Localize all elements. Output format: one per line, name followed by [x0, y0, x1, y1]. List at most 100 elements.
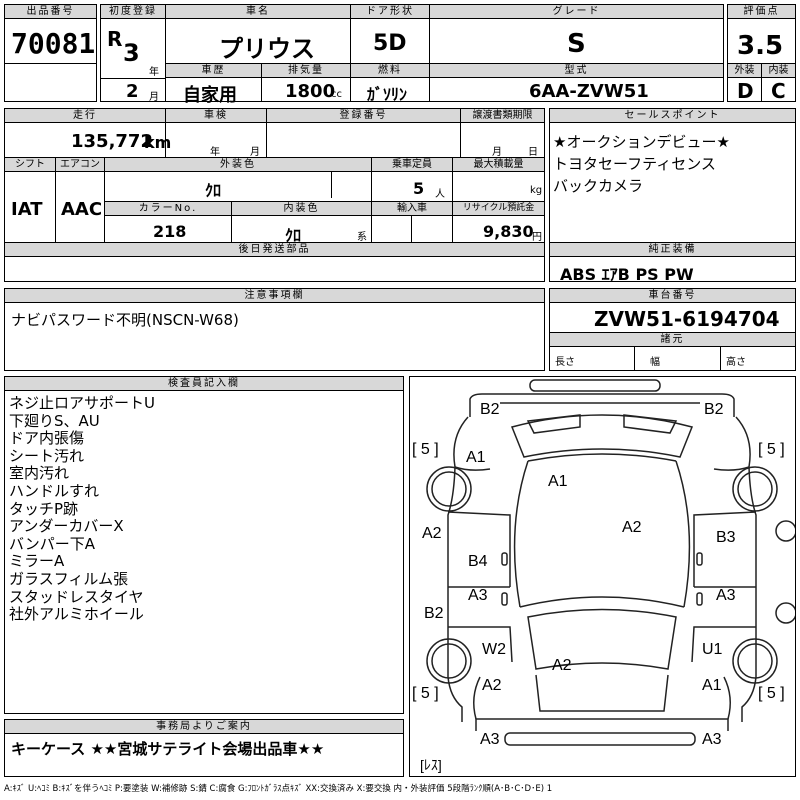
- equipment-value: ABS ｴｱB PS PW: [560, 265, 694, 284]
- office-value: キーケース ★★宮城サテライト会場出品車★★: [11, 740, 325, 758]
- import-label: 輸入車: [372, 202, 452, 216]
- recycle-fee: 9,830: [483, 222, 534, 241]
- fuel-label: 燃料: [351, 64, 429, 78]
- ext-color-label: 外装色: [105, 158, 371, 172]
- notes-label: 注意事項欄: [5, 289, 544, 303]
- later-parts-label: 後日発送部品: [5, 243, 544, 257]
- inspector-line: ドア内張傷: [9, 429, 85, 448]
- mark-left-side: A2: [422, 525, 442, 542]
- notes-box: 注意事項欄 ナビパスワード不明(NSCN-W68): [4, 288, 545, 371]
- inspector-lines: ネジ止ロアサポートU 下廻りS、AU ドア内張傷 シート汚れ 室内汚れ ハンドル…: [9, 394, 155, 624]
- mileage-label: 走行: [5, 109, 165, 123]
- tire-rear-left: [ 5 ]: [412, 685, 439, 702]
- score-value: 3.5: [737, 31, 784, 61]
- transfer-label: 譲渡書類期限: [461, 109, 544, 123]
- car-outline: [426, 379, 795, 746]
- reg-no-label: 登録番号: [267, 109, 460, 123]
- interior-grade: C: [771, 79, 786, 103]
- equipment-label: 純正装備: [550, 243, 795, 257]
- inspector-line: 下廻りS、AU: [9, 411, 100, 430]
- mark-trunk: A2: [552, 657, 572, 674]
- spec-height: 高さ: [726, 357, 746, 368]
- first-reg-month: 2: [126, 81, 139, 102]
- mark-right-rear-door: A3: [716, 587, 736, 604]
- mark-rear-left-corner: A2: [482, 677, 502, 694]
- first-reg-label: 初度登録: [101, 5, 165, 19]
- exterior-grade: D: [737, 79, 754, 103]
- inspector-line: スタッドレスタイヤ: [9, 587, 144, 606]
- shift-label: シフト: [5, 158, 55, 172]
- inspector-line: ハンドルすれ: [9, 481, 100, 500]
- inspector-line: バンパー下A: [9, 534, 96, 553]
- history-label: 車歴: [166, 64, 261, 78]
- mark-rear-left-fender: W2: [482, 641, 506, 658]
- details-box: 走行 車検 登録番号 譲渡書類期限 135,772 km 年 月 月 日 シフト…: [4, 108, 545, 282]
- spec-width: 幅: [650, 357, 660, 368]
- max-load-label: 最大積載量: [453, 158, 544, 172]
- inspector-line: 社外アルミホイール: [9, 605, 144, 624]
- inspector-line: ネジ止ロアサポートU: [9, 394, 155, 412]
- inspector-box: 検査員記入欄 ネジ止ロアサポートU 下廻りS、AU ドア内張傷 シート汚れ 室内…: [4, 376, 404, 714]
- car-name: プリウス: [219, 35, 315, 63]
- office-label: 事務局よりご案内: [5, 720, 403, 734]
- sales-points-box: セールスポイント ★オークションデビュー★ トヨタセーフティセンス バックカメラ…: [549, 108, 796, 284]
- mark-rear-bumper-right: A3: [702, 731, 722, 748]
- mark-left-front-door: B4: [468, 553, 488, 570]
- grade: S: [567, 29, 586, 59]
- int-color-label: 内装色: [232, 202, 371, 216]
- capacity-label: 乗車定員: [372, 158, 452, 172]
- fuel: ｶﾞｿﾘﾝ: [367, 85, 408, 104]
- mark-rear-right-corner: A1: [702, 677, 722, 694]
- mark-hood: A1: [548, 473, 568, 490]
- inspector-line: シート汚れ: [9, 446, 85, 465]
- model-code: 6AA-ZVW51: [529, 81, 649, 102]
- mark-left-rear-door: A3: [468, 587, 488, 604]
- inspector-line: タッチP跡: [9, 499, 79, 518]
- inspector-label: 検査員記入欄: [5, 377, 403, 391]
- chassis-box: 車台番号 ZVW51-6194704 諸元 長さ 幅 高さ: [549, 288, 796, 371]
- history: 自家用: [183, 85, 237, 106]
- mileage: 135,772: [71, 131, 153, 152]
- model-label: 型式: [430, 64, 723, 78]
- mark-left-rocker: B2: [424, 605, 444, 622]
- tire-rear-right: [ 5 ]: [758, 685, 785, 702]
- vehicle-info-box: 初度登録 R 3 年 2 月 車名 プリウス 車歴 排気量 自家用 1800 c…: [100, 4, 724, 106]
- lot-box: 出品番号 70081: [4, 4, 97, 102]
- color-no: 218: [153, 222, 187, 241]
- capacity: 5: [413, 179, 425, 198]
- car-name-label: 車名: [166, 5, 350, 19]
- ac: AAC: [61, 199, 103, 220]
- sales-point-1: ★オークションデビュー★: [553, 133, 730, 151]
- grade-label: グレード: [430, 5, 723, 19]
- specs-label: 諸元: [550, 333, 795, 347]
- int-color: ｸﾛ: [285, 226, 302, 245]
- sales-points-label: セールスポイント: [550, 109, 795, 123]
- inspector-line: ミラーA: [9, 552, 65, 571]
- sales-point-2: トヨタセーフティセンス: [553, 155, 716, 173]
- lot-label: 出品番号: [5, 5, 96, 19]
- chassis-label: 車台番号: [550, 289, 795, 303]
- recycle-label: リサイクル預託金: [453, 202, 544, 216]
- spec-length: 長さ: [555, 357, 575, 368]
- door-label: ドア形状: [351, 5, 429, 19]
- shift: IAT: [11, 199, 43, 220]
- chassis-number: ZVW51-6194704: [594, 307, 780, 331]
- mark-rear-bumper-left: A3: [480, 731, 500, 748]
- legend: A:ｷｽﾞ U:ﾍｺﾐ B:ｷｽﾞを伴うﾍｺﾐ P:要塗装 W:補修跡 S:錆 …: [4, 784, 553, 794]
- tire-front-left: [ 5 ]: [412, 441, 439, 458]
- first-reg-year: 3: [123, 39, 140, 67]
- mark-roof: A2: [622, 519, 642, 536]
- inspector-line: アンダーカバーX: [9, 517, 124, 536]
- displacement-label: 排気量: [262, 64, 350, 78]
- inspector-line: ガラスフィルム張: [9, 569, 129, 588]
- door-type: 5D: [373, 31, 407, 56]
- exterior-label: 外装: [728, 64, 761, 78]
- mark-front-right: B2: [704, 401, 724, 418]
- mark-fender-left: A1: [466, 449, 486, 466]
- era: R: [107, 27, 123, 51]
- office-box: 事務局よりご案内 キーケース ★★宮城サテライト会場出品車★★: [4, 719, 404, 777]
- ac-label: エアコン: [56, 158, 104, 172]
- ext-color: ｸﾛ: [205, 181, 222, 200]
- score-box: 評価点 3.5 外装 内装 D C: [727, 4, 796, 103]
- mark-right-front-door: B3: [716, 529, 736, 546]
